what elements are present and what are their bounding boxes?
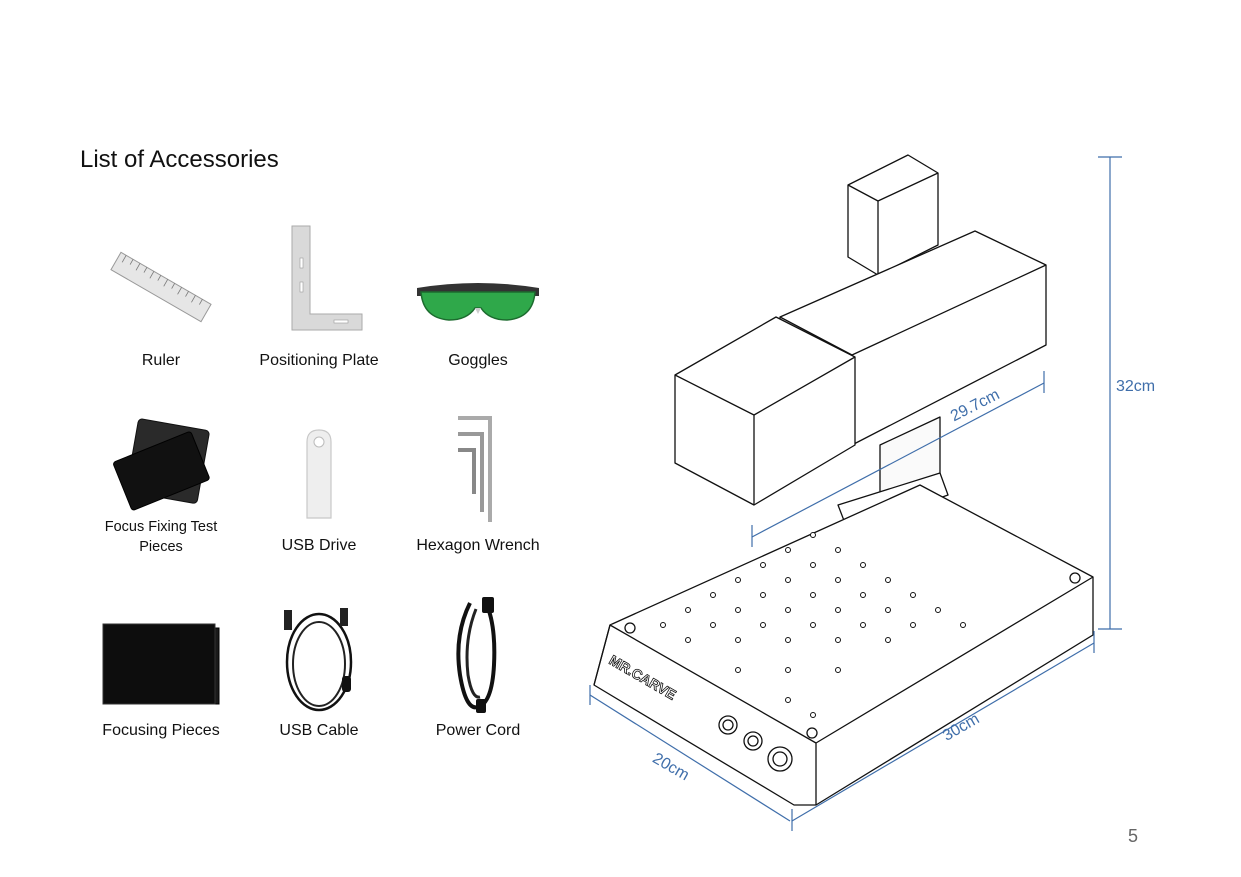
accessory-label: USB Drive	[281, 537, 357, 554]
dimension-height: 32cm	[1116, 378, 1156, 395]
usb-drive-icon	[306, 429, 332, 519]
goggles-icon	[417, 283, 539, 321]
accessory-ruler: Ruler	[81, 240, 241, 375]
accessory-power-cord: Power Cord	[398, 595, 558, 745]
ruler-icon	[110, 251, 212, 323]
accessory-test-pieces: Focus Fixing Test Pieces	[81, 415, 241, 560]
accessory-usb-drive: USB Drive	[239, 428, 399, 560]
hex-wrench-icon	[458, 416, 492, 522]
accessory-label: USB Cable	[279, 722, 359, 739]
accessory-usb-cable: USB Cable	[239, 602, 399, 745]
test-pieces-icon	[113, 418, 210, 511]
page-number: 5	[1128, 826, 1139, 846]
usb-cable-icon	[284, 608, 353, 712]
accessory-label: Focus Fixing Test Pieces	[104, 519, 218, 555]
accessory-label: Hexagon Wrench	[416, 537, 540, 554]
focusing-pieces-icon	[102, 623, 220, 705]
page-title: List of Accessories	[80, 146, 279, 173]
laser-engraver-drawing: MR.CARVE	[589, 154, 1122, 831]
positioning-plate-icon	[291, 225, 363, 331]
accessory-label: Goggles	[448, 352, 508, 369]
accessory-label: Power Cord	[435, 722, 521, 739]
accessory-goggles: Goggles	[398, 280, 558, 375]
accessory-label: Ruler	[141, 352, 181, 369]
accessory-label: Focusing Pieces	[102, 722, 220, 739]
accessory-label: Positioning Plate	[259, 352, 379, 369]
power-cord-icon	[456, 597, 497, 713]
accessory-hex-wrench: Hexagon Wrench	[398, 412, 558, 560]
accessory-positioning-plate: Positioning Plate	[239, 222, 399, 375]
accessory-focusing-pieces: Focusing Pieces	[81, 622, 241, 745]
